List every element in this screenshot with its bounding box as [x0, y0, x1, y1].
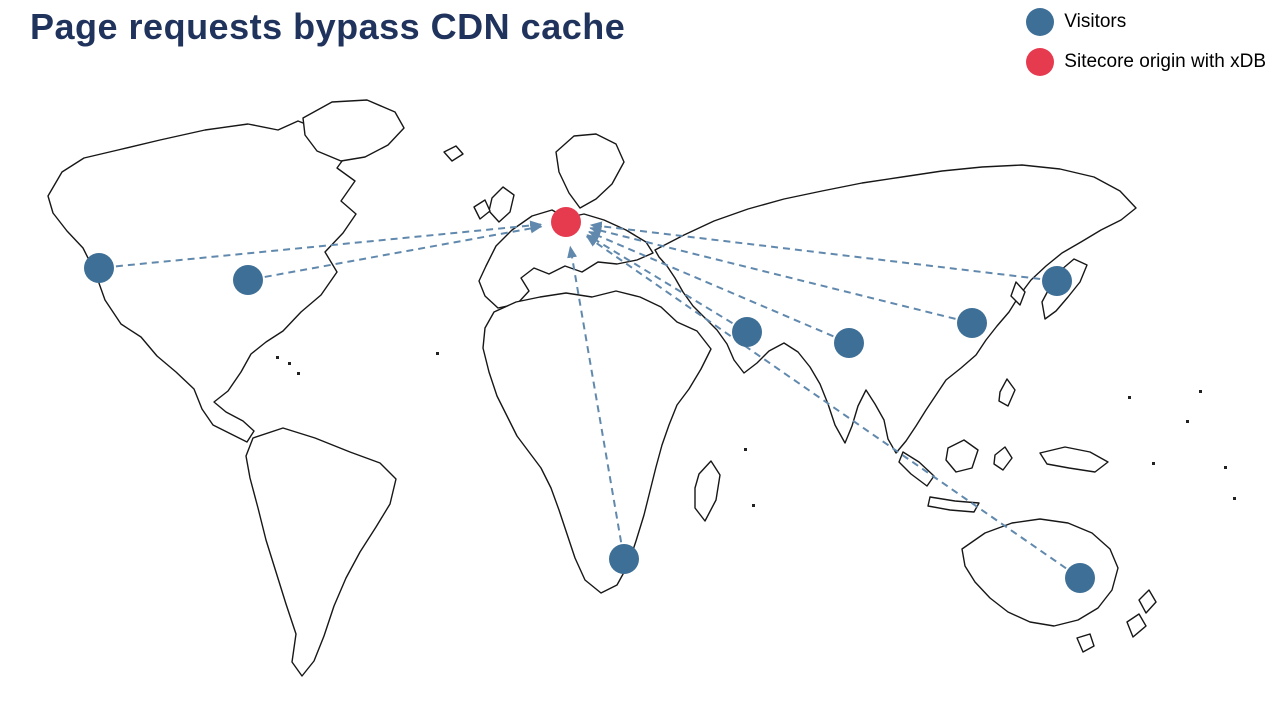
- visitor-dot-us-east: [233, 265, 263, 295]
- legend-item-origin: Sitecore origin with xDB: [1026, 48, 1266, 76]
- visitor-dot-india: [834, 328, 864, 358]
- request-line-us-east: [264, 223, 543, 278]
- request-line-middle-east: [586, 234, 733, 325]
- legend-label-visitors: Visitors: [1064, 11, 1127, 32]
- visitor-dot-south-africa: [609, 544, 639, 574]
- visitor-dot-us-west: [84, 253, 114, 283]
- legend-item-visitors: Visitors: [1026, 8, 1266, 36]
- page-title: Page requests bypass CDN cache: [30, 6, 626, 47]
- request-line-china: [589, 225, 956, 320]
- request-overlay: [84, 207, 1095, 593]
- continents: [47, 99, 1236, 677]
- legend-label-origin: Sitecore origin with xDB: [1064, 51, 1266, 72]
- legend: Visitors Sitecore origin with xDB: [1026, 8, 1266, 88]
- visitor-dot-japan: [1042, 266, 1072, 296]
- visitor-dot-middle-east: [732, 317, 762, 347]
- origin-dot-icon: [1026, 48, 1055, 76]
- visitor-dot-icon: [1026, 8, 1055, 36]
- request-line-australia: [585, 235, 1067, 570]
- origin-dot-sitecore-origin: [551, 207, 581, 237]
- visitor-dot-australia: [1065, 563, 1095, 593]
- request-line-japan: [589, 221, 1041, 280]
- request-line-india: [588, 230, 834, 338]
- request-line-south-africa: [567, 245, 623, 543]
- visitor-dot-china: [957, 308, 987, 338]
